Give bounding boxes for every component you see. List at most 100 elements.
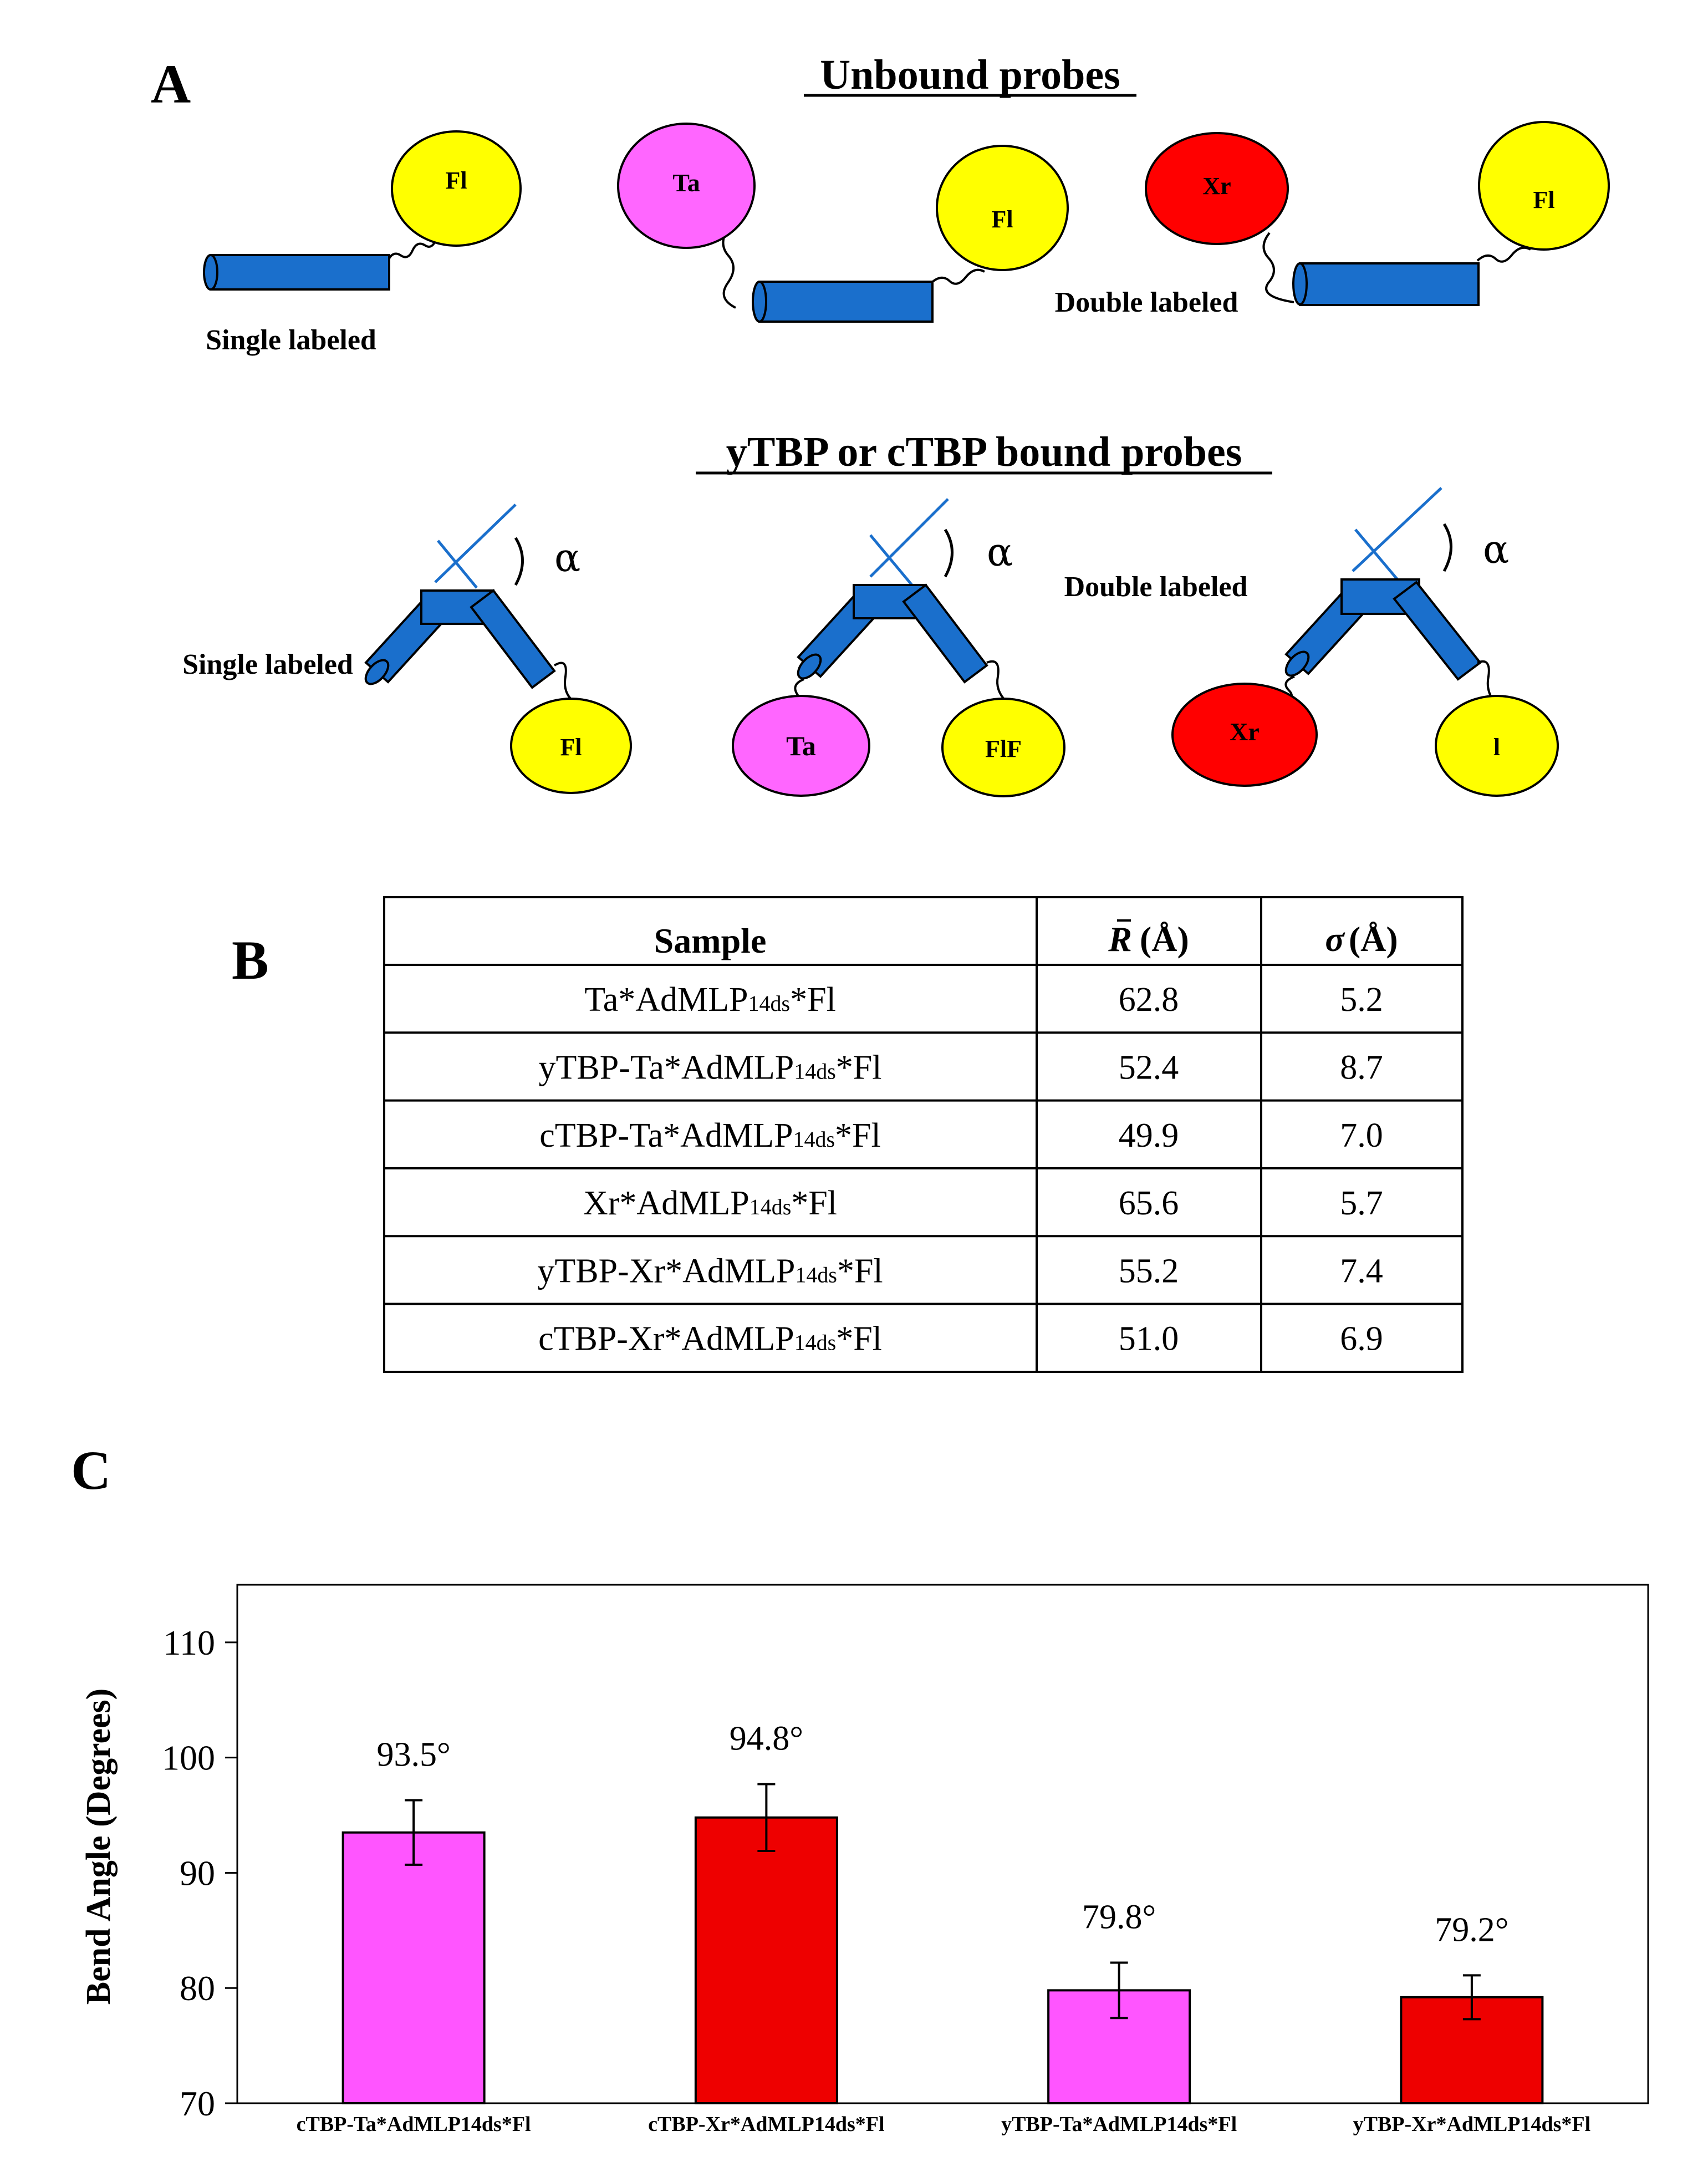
sample-suffix: *Fl <box>791 1184 837 1222</box>
fl-fluorophore <box>1478 121 1610 251</box>
table-row: cTBP-Ta*AdMLP14ds*Fl 49.9 7.0 <box>539 1117 1383 1154</box>
header-sample: Sample <box>654 921 767 960</box>
r-symbol: R <box>1108 919 1132 959</box>
sigma-symbol: σ <box>1325 919 1345 959</box>
x-tick-label: yTBP-Xr*AdMLP14ds*Fl <box>1353 2113 1591 2136</box>
xr-fluorophore <box>1171 683 1318 787</box>
sample-suffix: *Fl <box>836 1320 882 1358</box>
r-cell: 51.0 <box>1119 1320 1179 1358</box>
fl-label: FlF <box>985 735 1022 762</box>
sigma-cell: 5.2 <box>1340 981 1383 1019</box>
table-row: yTBP-Ta*AdMLP14ds*Fl 52.4 8.7 <box>539 1049 1383 1086</box>
bound-probe-xr-fl: α Xr l <box>1171 487 1559 797</box>
y-tick-label: 100 <box>162 1738 215 1778</box>
linker <box>553 662 575 703</box>
fl-label: l <box>1493 734 1500 761</box>
dna-right-arm <box>902 583 988 684</box>
sample-prefix: Ta*AdMLP <box>584 981 748 1019</box>
sigma-cell: 7.4 <box>1340 1252 1383 1290</box>
data-label: 79.2° <box>1435 1911 1508 1949</box>
single-labeled-label: Single labeled <box>206 324 376 356</box>
sample-subscript: 14ds <box>795 1262 837 1287</box>
sample-prefix: cTBP-Xr*AdMLP <box>538 1320 794 1358</box>
double-labeled-label-bound: Double labeled <box>1064 571 1248 603</box>
sample-subscript: 14ds <box>794 1330 837 1355</box>
sigma-cell: 7.0 <box>1340 1117 1383 1154</box>
sample-cell: yTBP-Ta*AdMLP14ds*Fl <box>539 1049 882 1086</box>
unbound-probe-ta-fl: Ta Fl <box>617 123 1069 323</box>
r-cell: 49.9 <box>1119 1117 1179 1154</box>
fl-fluorophore <box>941 698 1065 797</box>
sample-prefix: yTBP-Ta*AdMLP <box>539 1049 794 1086</box>
angle-symbol: α <box>554 535 580 581</box>
dna-cylinder <box>758 281 934 323</box>
dna-right-arm <box>1393 581 1482 681</box>
ta-label: Ta <box>786 730 816 761</box>
linker <box>1477 660 1495 703</box>
x-tick-label: yTBP-Ta*AdMLP14ds*Fl <box>1001 2113 1237 2136</box>
sample-cell: Xr*AdMLP14ds*Fl <box>583 1184 837 1222</box>
linker <box>387 237 438 261</box>
r-cell: 65.6 <box>1119 1184 1179 1222</box>
sample-cell: cTBP-Xr*AdMLP14ds*Fl <box>538 1320 882 1358</box>
r-cell: 52.4 <box>1119 1049 1179 1086</box>
fl-fluorophore <box>391 130 522 247</box>
bound-probe-ta-fl: α Ta FlF <box>732 498 1065 797</box>
angle-arc <box>1442 523 1452 572</box>
x-tick-label: cTBP-Xr*AdMLP14ds*Fl <box>648 2113 884 2136</box>
sample-subscript: 14ds <box>794 1059 836 1084</box>
header-r: R(Å) <box>1108 919 1189 959</box>
linker <box>986 660 1007 703</box>
fl-fluorophore <box>510 698 632 794</box>
sample-suffix: *Fl <box>790 981 836 1019</box>
panel-c-letter: C <box>71 1439 111 1501</box>
xr-label: Xr <box>1202 172 1231 200</box>
sample-subscript: 14ds <box>748 991 791 1016</box>
panel-b-letter: B <box>232 929 269 991</box>
dna-cylinder-end <box>203 254 218 291</box>
angle-symbol: α <box>1483 527 1509 572</box>
sample-prefix: yTBP-Xr*AdMLP <box>537 1252 795 1290</box>
sigma-cell: 6.9 <box>1340 1320 1383 1358</box>
sample-suffix: *Fl <box>836 1049 882 1086</box>
data-label: 79.8° <box>1082 1899 1156 1936</box>
y-tick-label: 80 <box>180 1968 215 2008</box>
sample-prefix: Xr*AdMLP <box>583 1184 750 1222</box>
dna-right-arm <box>470 589 556 689</box>
sample-cell: yTBP-Xr*AdMLP14ds*Fl <box>537 1252 883 1290</box>
linker <box>1476 246 1531 263</box>
angle-arc <box>514 537 524 586</box>
r-unit: (Å) <box>1140 919 1189 959</box>
linker <box>1262 232 1294 303</box>
sigma-cell: 8.7 <box>1340 1049 1383 1086</box>
dna-cylinder <box>210 254 390 291</box>
sigma-unit: (Å) <box>1349 919 1398 959</box>
dna-cylinder-end <box>1292 262 1308 306</box>
angle-symbol: α <box>987 530 1013 575</box>
bar <box>341 1831 486 2104</box>
sample-subscript: 14ds <box>750 1194 792 1219</box>
linker <box>930 268 985 285</box>
fl-label: Fl <box>991 206 1013 233</box>
sample-suffix: *Fl <box>835 1117 881 1154</box>
unbound-heading: Unbound probes <box>820 52 1120 98</box>
r-cell: 62.8 <box>1119 981 1179 1019</box>
dna-cylinder-end <box>752 281 767 323</box>
bend-axis-line <box>869 498 949 578</box>
fl-label: Fl <box>560 734 582 761</box>
sample-suffix: *Fl <box>837 1252 883 1290</box>
fl-label: Fl <box>445 167 467 194</box>
unbound-probe-single: Fl <box>203 130 522 291</box>
sample-subscript: 14ds <box>793 1127 835 1152</box>
bend-axis-line <box>1352 487 1442 572</box>
fl-fluorophore <box>936 145 1069 271</box>
bend-axis-line <box>1354 528 1401 583</box>
table-border <box>383 896 1464 1373</box>
data-label: 94.8° <box>730 1720 803 1757</box>
sample-prefix: cTBP-Ta*AdMLP <box>539 1117 793 1154</box>
double-labeled-label-top: Double labeled <box>1055 287 1238 318</box>
data-label: 93.5° <box>376 1736 450 1774</box>
single-labeled-label-bound: Single labeled <box>182 649 353 680</box>
